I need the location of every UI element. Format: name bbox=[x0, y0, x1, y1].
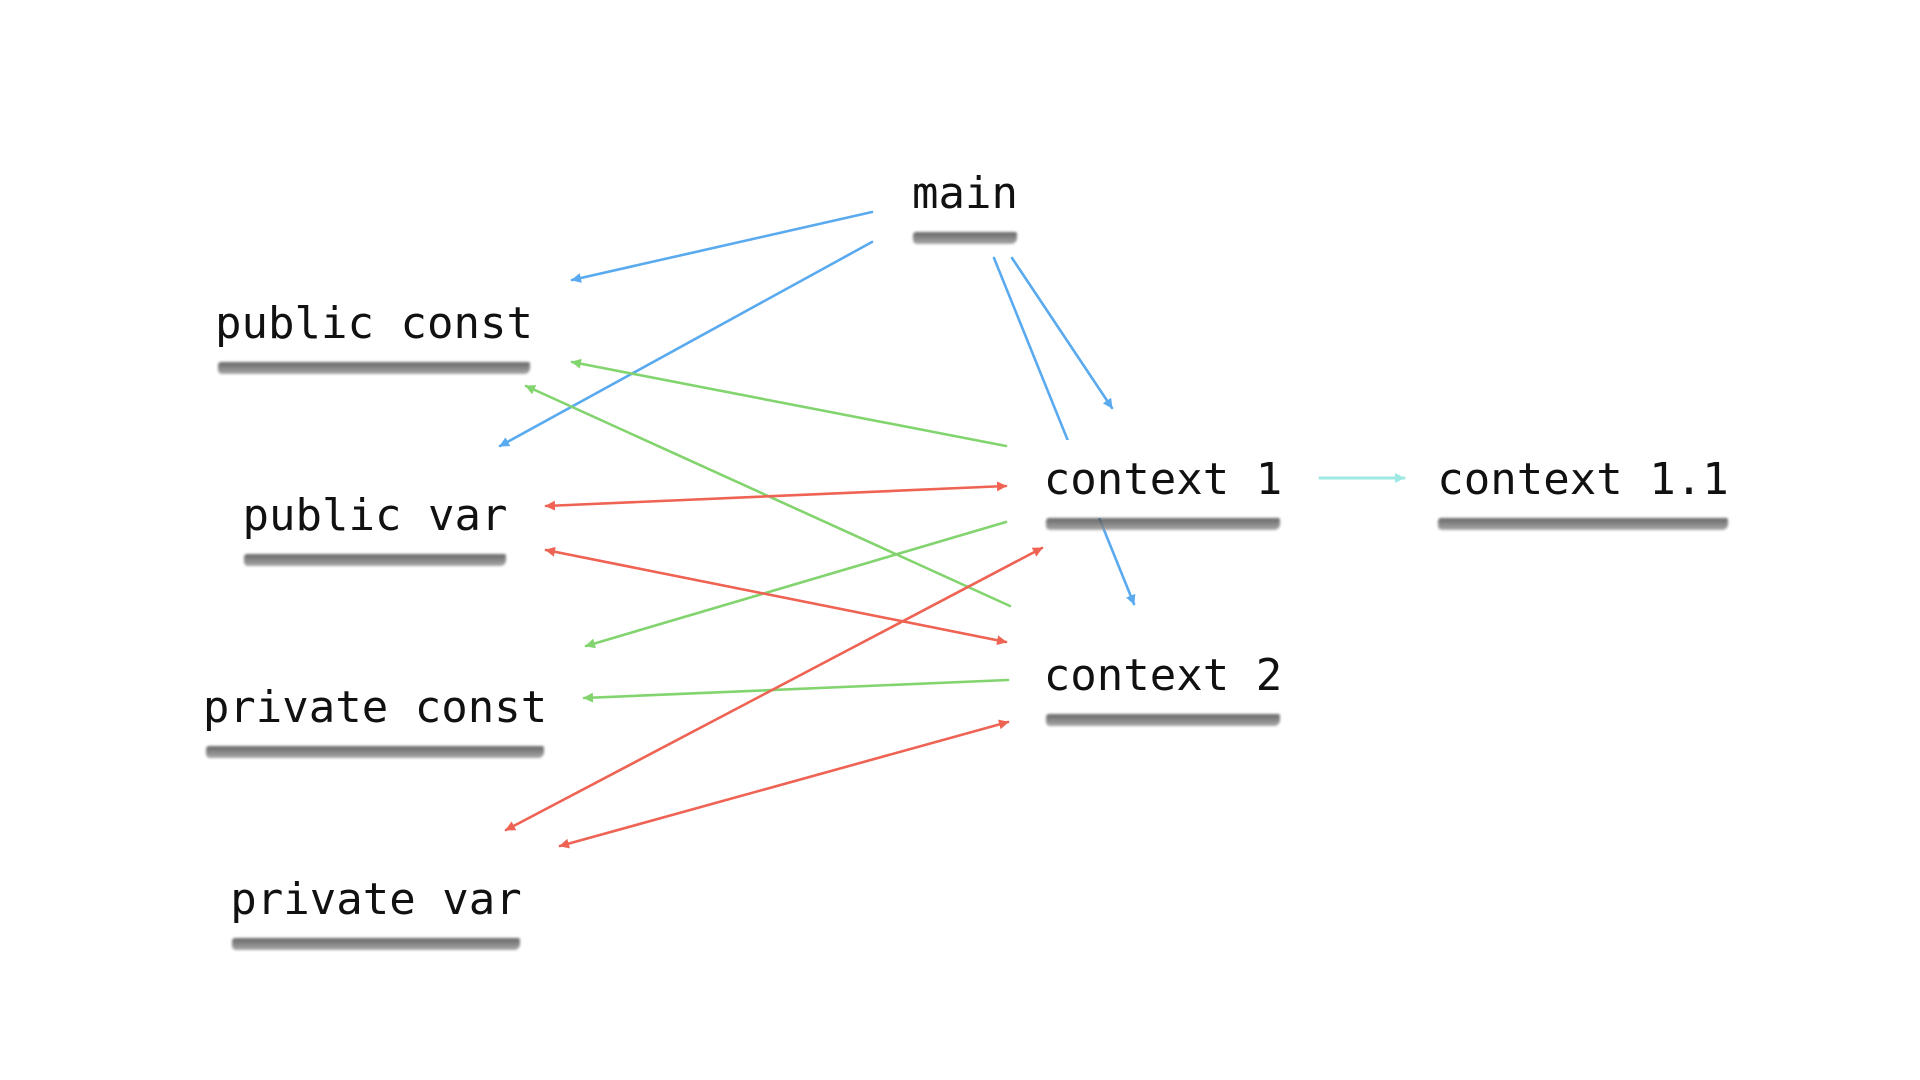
node-context-2: context 2 bbox=[1036, 636, 1290, 726]
node-context-2-label: context 2 bbox=[1043, 649, 1283, 701]
node-public-const: public const bbox=[208, 284, 540, 374]
edge-main-public-const bbox=[570, 210, 874, 283]
node-main-label: main bbox=[912, 167, 1018, 219]
edge-main-context-1 bbox=[1010, 256, 1114, 410]
node-main-shadow bbox=[913, 232, 1017, 244]
edge-context-1-public-const bbox=[570, 358, 1008, 448]
node-context-1-shadow bbox=[1046, 518, 1280, 530]
edge-context-1-private-const bbox=[584, 520, 1008, 649]
edge-public-var-context-1 bbox=[544, 481, 1008, 511]
node-public-var-shadow bbox=[244, 554, 506, 566]
node-public-var: public var bbox=[234, 476, 516, 566]
edge-main-public-var bbox=[498, 240, 874, 448]
node-main: main bbox=[903, 154, 1027, 244]
node-public-const-label: public const bbox=[215, 297, 533, 349]
node-public-const-shadow bbox=[218, 362, 530, 374]
edge-context-2-private-const bbox=[582, 678, 1010, 703]
node-context-1-1-label: context 1.1 bbox=[1437, 453, 1729, 505]
edge-public-var-context-2 bbox=[544, 546, 1008, 646]
node-private-var-label: private var bbox=[230, 873, 522, 925]
node-private-var: private var bbox=[222, 860, 530, 950]
node-context-1-1-shadow bbox=[1438, 518, 1728, 530]
edge-private-var-context-2 bbox=[558, 719, 1010, 849]
node-private-const: private const bbox=[196, 668, 554, 758]
node-private-var-shadow bbox=[232, 938, 520, 950]
edge-main-context-2 bbox=[992, 256, 1136, 606]
node-context-1: context 1 bbox=[1036, 440, 1290, 530]
node-context-2-shadow bbox=[1046, 714, 1280, 726]
node-context-1-1: context 1.1 bbox=[1428, 440, 1738, 530]
node-context-1-label: context 1 bbox=[1043, 453, 1283, 505]
node-public-var-label: public var bbox=[242, 489, 508, 541]
node-private-const-shadow bbox=[206, 746, 544, 758]
node-private-const-label: private const bbox=[202, 681, 548, 733]
